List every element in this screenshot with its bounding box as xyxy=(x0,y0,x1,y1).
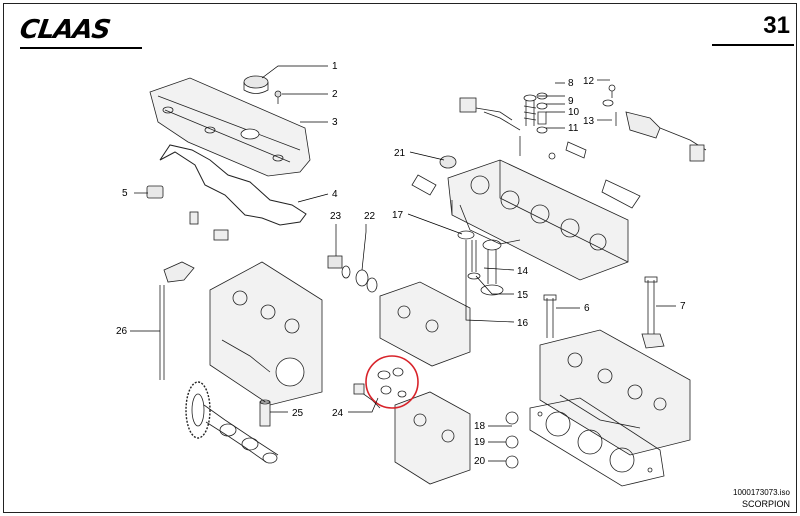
callout-9: 9 xyxy=(568,96,574,107)
cylinder-head xyxy=(447,159,629,281)
highlight-circle xyxy=(365,355,419,409)
callout-8: 8 xyxy=(568,78,574,89)
callout-18: 18 xyxy=(474,421,486,432)
valve-set xyxy=(457,230,504,296)
callout-10: 10 xyxy=(568,107,580,118)
camshaft xyxy=(185,381,279,464)
rocker-cover xyxy=(149,77,311,177)
callout-2: 2 xyxy=(332,89,338,100)
head-bolts xyxy=(543,276,665,349)
rocker-arm-assembly xyxy=(411,84,707,209)
oil-filler-cap xyxy=(243,75,269,94)
callout-12: 12 xyxy=(583,76,595,87)
callout-24: 24 xyxy=(332,408,344,419)
callout-5: 5 xyxy=(122,188,128,199)
engine-block-center xyxy=(379,281,471,485)
head-gasket xyxy=(505,397,665,487)
page-number-underline xyxy=(712,44,794,46)
logo-underline xyxy=(20,47,142,49)
callout-11: 11 xyxy=(568,123,579,134)
seal-group xyxy=(353,367,407,409)
engine-block-right xyxy=(539,329,691,456)
callout-20: 20 xyxy=(474,456,486,467)
callout-13: 13 xyxy=(583,116,595,127)
page-number: 31 xyxy=(763,12,790,39)
model-name: SCORPION xyxy=(741,499,790,509)
tappet xyxy=(259,399,271,427)
pushrod xyxy=(159,261,195,380)
callout-7: 7 xyxy=(680,301,686,312)
callout-labels: 1 2 3 4 5 6 7 8 9 10 11 12 13 14 15 16 1… xyxy=(116,61,686,467)
callout-17: 17 xyxy=(392,210,404,221)
callout-22: 22 xyxy=(364,211,376,222)
claas-logo: CLAAS xyxy=(8,6,142,49)
callout-21: 21 xyxy=(394,148,406,159)
gasket-clips xyxy=(189,211,229,241)
callout-3: 3 xyxy=(332,117,338,128)
callout-6: 6 xyxy=(584,303,590,314)
callout-19: 19 xyxy=(474,437,486,448)
callout-15: 15 xyxy=(517,290,529,301)
fuel-fitting xyxy=(327,232,378,293)
callout-23: 23 xyxy=(330,211,342,222)
cover-bolt xyxy=(274,90,282,104)
callout-14: 14 xyxy=(517,266,529,277)
callout-4: 4 xyxy=(332,189,338,200)
callout-25: 25 xyxy=(292,408,304,419)
valve-stem-cap xyxy=(146,185,164,199)
page-frame xyxy=(3,3,797,513)
callout-1: 1 xyxy=(332,61,338,72)
engine-block-left xyxy=(209,261,323,406)
injector-sleeve xyxy=(439,155,457,169)
callout-16: 16 xyxy=(517,318,529,329)
rocker-cover-gasket xyxy=(159,144,307,226)
document-id: 1000173073.iso xyxy=(733,488,790,497)
leader-lines xyxy=(130,65,676,462)
callout-26: 26 xyxy=(116,326,128,337)
